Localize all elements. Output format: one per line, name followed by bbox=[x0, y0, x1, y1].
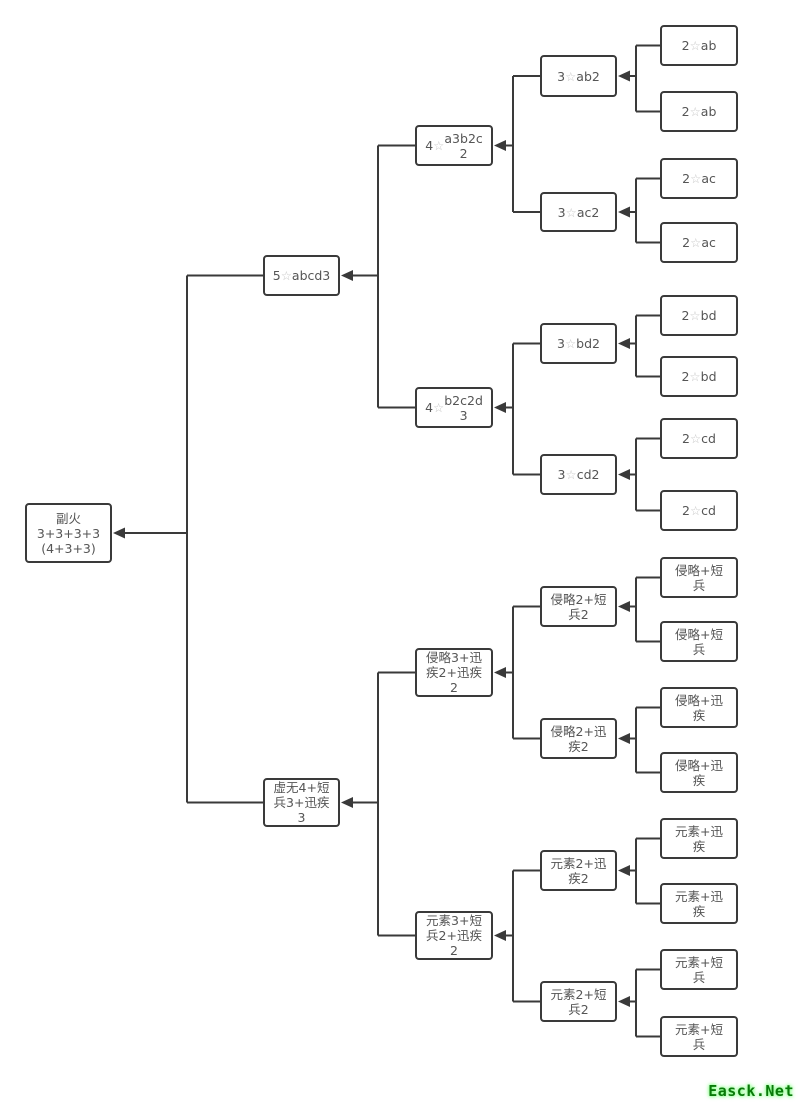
leaf-node: 元素+短 兵 bbox=[660, 949, 738, 990]
tree-node: 3☆ab2 bbox=[540, 55, 617, 97]
tree-node: 元素3+短 兵2+迅疾 2 bbox=[415, 911, 493, 960]
leaf-node: 元素+短 兵 bbox=[660, 1016, 738, 1057]
leaf-node: 2☆ab bbox=[660, 25, 738, 66]
tree-node: 侵略3+迅 疾2+迅疾 2 bbox=[415, 648, 493, 697]
star-icon: ☆ bbox=[564, 336, 577, 351]
star-icon: ☆ bbox=[565, 467, 577, 482]
leaf-node: 元素+迅 疾 bbox=[660, 883, 738, 924]
arrow-left-icon bbox=[494, 667, 506, 678]
arrow-left-icon bbox=[494, 930, 506, 941]
tree-node: 元素2+迅 疾2 bbox=[540, 850, 617, 891]
leaf-node: 侵略+迅 疾 bbox=[660, 752, 738, 793]
tree-node: 3☆cd2 bbox=[540, 454, 617, 495]
star-icon: ☆ bbox=[690, 235, 702, 250]
leaf-node: 侵略+迅 疾 bbox=[660, 687, 738, 728]
arrow-left-icon bbox=[618, 70, 630, 82]
arrow-left-icon bbox=[618, 733, 630, 744]
arrow-left-icon bbox=[341, 270, 353, 281]
tree-node: 元素2+短 兵2 bbox=[540, 981, 617, 1022]
watermark: Easck.Net bbox=[708, 1082, 794, 1100]
arrow-left-icon bbox=[618, 601, 630, 612]
arrow-left-icon bbox=[618, 865, 630, 876]
star-icon: ☆ bbox=[689, 38, 701, 53]
star-icon: ☆ bbox=[280, 268, 292, 283]
tree-node: 5☆abcd3 bbox=[263, 255, 340, 296]
tree-node: 4☆b2c2d 3 bbox=[415, 387, 493, 428]
leaf-node: 2☆ab bbox=[660, 91, 738, 132]
leaf-node: 2☆bd bbox=[660, 356, 738, 397]
tree-node: 侵略2+迅 疾2 bbox=[540, 718, 617, 759]
arrow-left-icon bbox=[618, 996, 630, 1007]
leaf-node: 2☆ac bbox=[660, 158, 738, 199]
leaf-node: 侵略+短 兵 bbox=[660, 621, 738, 662]
star-icon: ☆ bbox=[433, 138, 445, 153]
star-icon: ☆ bbox=[689, 104, 701, 119]
tree-node: 4☆a3b2c 2 bbox=[415, 125, 493, 166]
star-icon: ☆ bbox=[565, 204, 577, 220]
leaf-node: 2☆cd bbox=[660, 418, 738, 459]
leaf-node: 2☆bd bbox=[660, 295, 738, 336]
root-node: 副火 3+3+3+3 (4+3+3) bbox=[25, 503, 112, 563]
leaf-node: 2☆cd bbox=[660, 490, 738, 531]
arrow-left-icon bbox=[618, 338, 630, 349]
arrow-left-icon bbox=[113, 527, 125, 539]
arrow-left-icon bbox=[618, 469, 630, 480]
star-icon: ☆ bbox=[689, 308, 701, 323]
star-icon: ☆ bbox=[433, 400, 445, 415]
leaf-node: 侵略+短 兵 bbox=[660, 557, 738, 598]
star-icon: ☆ bbox=[689, 431, 702, 446]
star-icon: ☆ bbox=[689, 503, 702, 518]
arrow-left-icon bbox=[494, 140, 506, 151]
tree-node: 3☆bd2 bbox=[540, 323, 617, 364]
star-icon: ☆ bbox=[689, 369, 701, 384]
tree-node: 3☆ac2 bbox=[540, 192, 617, 232]
arrow-left-icon bbox=[618, 206, 630, 218]
star-icon: ☆ bbox=[690, 171, 702, 186]
leaf-node: 元素+迅 疾 bbox=[660, 818, 738, 859]
tree-node: 侵略2+短 兵2 bbox=[540, 586, 617, 627]
arrow-left-icon bbox=[494, 402, 506, 413]
arrow-left-icon bbox=[341, 797, 353, 808]
star-icon: ☆ bbox=[565, 68, 577, 84]
leaf-node: 2☆ac bbox=[660, 222, 738, 263]
tree-node: 虚无4+短 兵3+迅疾 3 bbox=[263, 778, 340, 827]
